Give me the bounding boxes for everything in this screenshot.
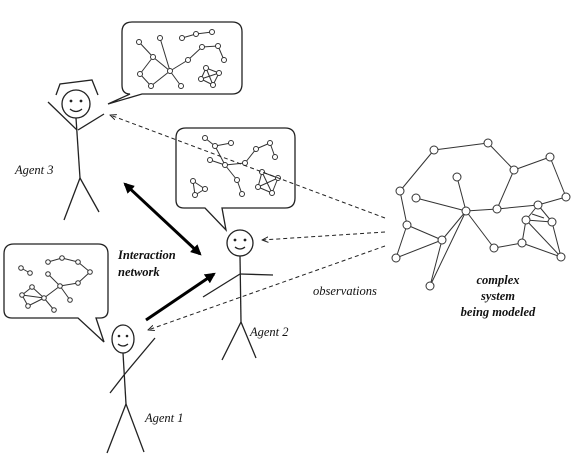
agent-3-label: Agent 3	[15, 163, 54, 177]
interaction-arrow-agent3-agent2	[123, 182, 202, 256]
thought-bubble-agent-1	[3, 243, 109, 343]
complex-label-line3: being modeled	[460, 305, 536, 319]
agent-1-figure	[106, 324, 156, 454]
thought-bubble-agent-3	[107, 21, 243, 105]
complex-system-label: complex system being modeled	[448, 272, 548, 320]
agent-3-figure	[47, 79, 105, 221]
complex-system-network	[391, 138, 571, 291]
agent-3-mental-model	[136, 29, 227, 89]
interaction-label-line2: network	[118, 265, 160, 279]
interaction-network-arrows	[123, 182, 216, 322]
thought-bubble-agent-2	[175, 127, 296, 233]
agent-1-mental-model	[18, 255, 93, 313]
interaction-arrow-agent1-agent2	[145, 272, 216, 322]
interaction-label-line1: Interaction	[118, 248, 176, 262]
complex-label-line2: system	[480, 289, 516, 303]
agent-2-figure	[202, 229, 274, 361]
observations-label: observations	[313, 284, 377, 298]
agent-2-label: Agent 2	[250, 325, 289, 339]
observation-arrow-agent-2	[262, 231, 386, 240]
agent-1-label: Agent 1	[145, 411, 184, 425]
interaction-network-label: Interaction network	[118, 247, 176, 281]
complex-label-line1: complex	[476, 273, 520, 287]
